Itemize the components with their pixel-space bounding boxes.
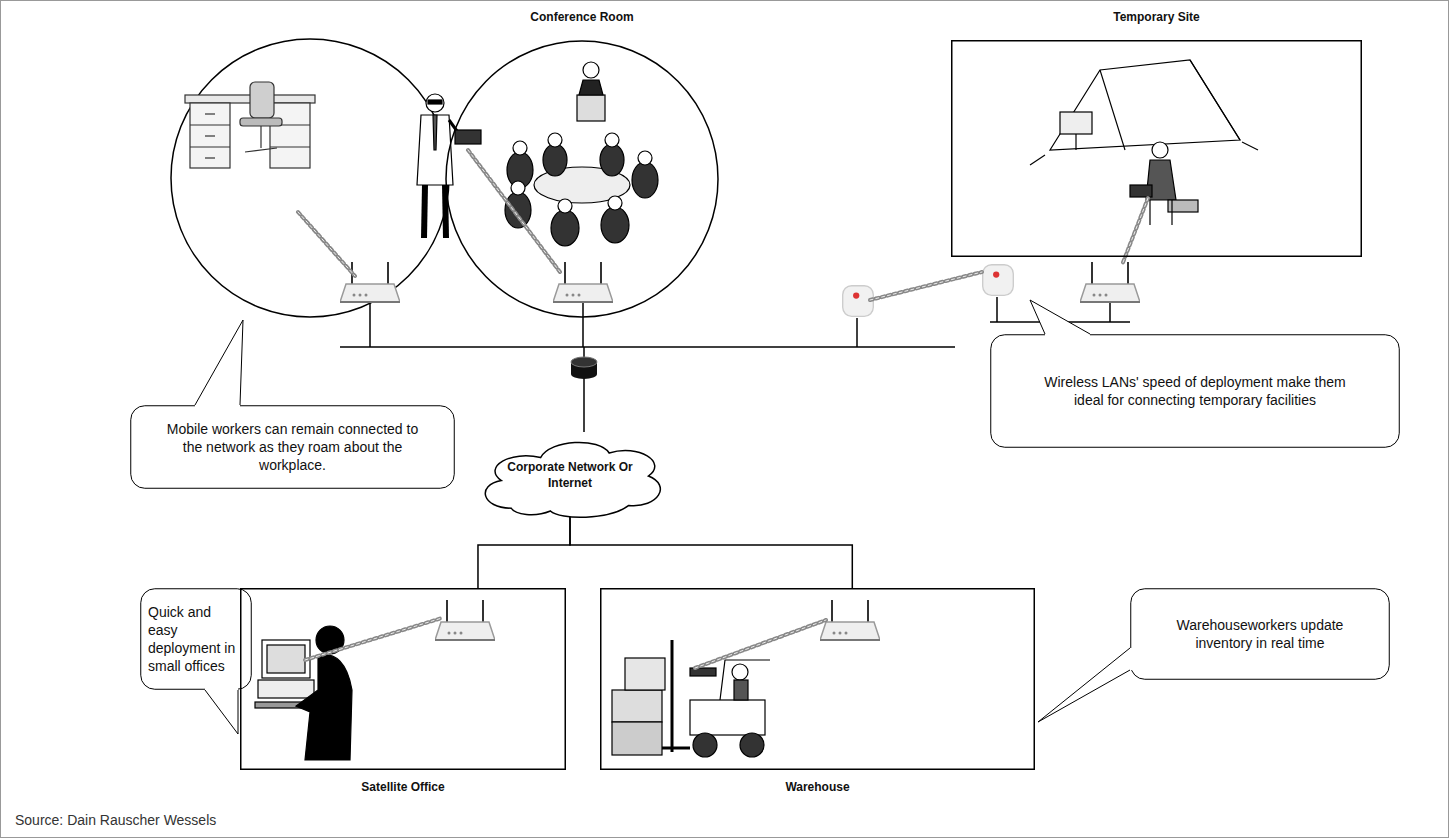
warehouse-box: Warehouse bbox=[600, 588, 1035, 770]
node-outline bbox=[600, 588, 1035, 770]
node-outline bbox=[1130, 588, 1390, 680]
callout-bubble: Warehouseworkers update inventory in rea… bbox=[1130, 588, 1390, 680]
callout-text: Mobile workers can remain connected to t… bbox=[160, 420, 425, 475]
node-outline bbox=[951, 40, 1362, 257]
node-outline bbox=[445, 40, 719, 318]
callout-bubble: Quick and easy deployment in small offic… bbox=[140, 588, 252, 690]
network-cloud: Corporate Network Or Internet bbox=[472, 430, 668, 522]
callout-text: Quick and easy deployment in small offic… bbox=[148, 603, 244, 676]
coverage-circle: Conference Room bbox=[445, 40, 719, 318]
network-link bbox=[478, 516, 570, 588]
callout-text: Wireless LANs' speed of deployment make … bbox=[1040, 373, 1350, 409]
source-note: Source: Dain Rauscher Wessels bbox=[15, 812, 216, 828]
network-link bbox=[570, 516, 852, 588]
cloud-label: Corporate Network Or Internet bbox=[502, 460, 638, 491]
node-outline bbox=[990, 334, 1400, 448]
node-heading: Temporary Site bbox=[891, 10, 1422, 24]
node-heading: Satellite Office bbox=[180, 780, 626, 794]
callout-bubble: Wireless LANs' speed of deployment make … bbox=[990, 334, 1400, 448]
office-box: Satellite Office bbox=[240, 588, 566, 770]
node-outline bbox=[240, 588, 566, 770]
callout-bubble: Mobile workers can remain connected to t… bbox=[130, 405, 455, 489]
callout-text: Warehouseworkers update inventory in rea… bbox=[1158, 616, 1362, 652]
site-box: Temporary Site bbox=[951, 40, 1362, 257]
node-outline bbox=[140, 588, 252, 690]
node-heading: Conference Room bbox=[385, 10, 779, 24]
node-heading: Warehouse bbox=[540, 780, 1095, 794]
